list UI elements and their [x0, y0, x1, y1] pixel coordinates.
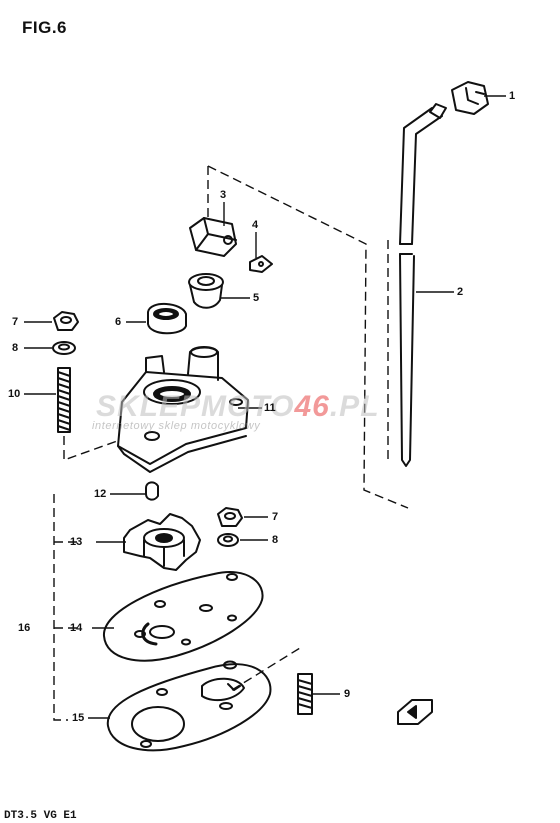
part-7-nut-lower	[217, 507, 243, 527]
watermark-tagline: internetowy sklep motocyklowy	[92, 420, 261, 432]
part-15-gasket	[106, 660, 272, 752]
callout-9: 9	[344, 688, 351, 700]
callout-3: 3	[220, 189, 227, 201]
part-5-bushing	[188, 273, 224, 309]
part-4-screw	[249, 255, 273, 273]
part-13-impeller	[123, 513, 201, 571]
callout-5: 5	[253, 292, 260, 304]
part-9-dowel-pin	[297, 673, 313, 715]
callout-14: 14	[70, 622, 83, 634]
part-1-grommet	[451, 81, 489, 115]
callout-12: 12	[94, 488, 107, 500]
callout-6: 6	[115, 316, 122, 328]
callout-13: 13	[70, 536, 83, 548]
part-8-washer-lower	[217, 533, 239, 547]
callout-8-upper: 8	[12, 342, 19, 354]
callout-2: 2	[457, 286, 464, 298]
part-11-pump-case	[117, 346, 249, 473]
callout-7-lower: 7	[272, 511, 279, 523]
part-10-stud-bolt	[57, 367, 71, 433]
callout-11: 11	[264, 402, 276, 414]
model-code-footer: DT3.5 VG E1	[4, 810, 77, 822]
part-12-key	[145, 481, 159, 501]
leader-lines	[24, 95, 506, 719]
assembly-dashed-lines	[53, 165, 409, 721]
callout-16: 16	[18, 622, 31, 634]
figure-title: FIG.6	[22, 18, 68, 37]
part-6-oil-seal	[147, 303, 187, 335]
callout-7-upper: 7	[12, 316, 19, 328]
part-2-hose	[399, 103, 447, 467]
callout-10: 10	[8, 388, 21, 400]
part-8-washer-upper	[52, 341, 76, 355]
front-direction-arrow-icon	[397, 699, 433, 725]
part-7-nut-upper	[53, 311, 79, 331]
callout-1: 1	[509, 90, 516, 102]
callout-4: 4	[252, 219, 259, 231]
part-3-block	[189, 217, 237, 257]
part-14-pump-plate	[102, 571, 264, 662]
callout-15: 15	[72, 712, 85, 724]
watermark-brand: SKLEPMOTO46.PL	[96, 390, 380, 423]
callout-8-lower: 8	[272, 534, 279, 546]
